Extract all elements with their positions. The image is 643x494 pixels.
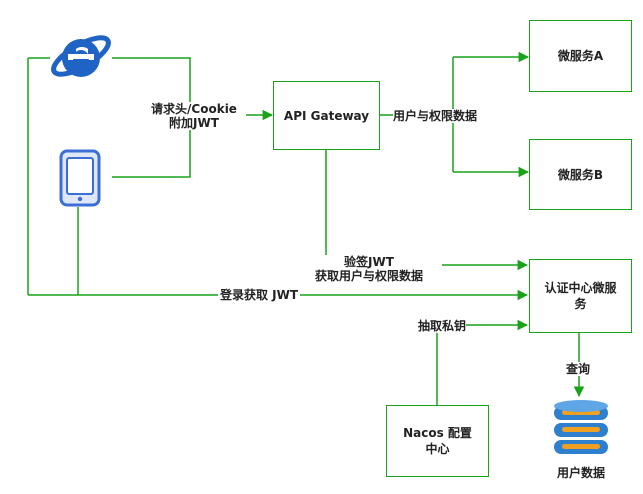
api-gateway-node: API Gateway xyxy=(273,81,380,150)
edge-tablet-to-gateway xyxy=(112,115,191,178)
request-header-label: 请求头/Cookie 附加JWT xyxy=(142,102,246,130)
edge-gateway-to-auth xyxy=(325,150,529,271)
user-permission-label: 用户与权限数据 xyxy=(393,109,478,123)
database-label: 用户数据 xyxy=(556,466,605,480)
ie-browser-icon xyxy=(48,24,114,88)
tablet-icon xyxy=(59,149,101,207)
microservice-a-label: 微服务A xyxy=(557,49,604,63)
pull-key-label: 抽取私钥 xyxy=(418,319,467,333)
login-jwt-label: 登录获取 JWT xyxy=(218,288,301,302)
query-label: 查询 xyxy=(566,362,591,376)
auth-service-node: 认证中心微服务 xyxy=(529,259,632,333)
auth-service-label: 认证中心微服务 xyxy=(544,281,617,311)
verify-jwt-label: 验签JWT 获取用户与权限数据 xyxy=(296,255,442,283)
verify-jwt-line2: 获取用户与权限数据 xyxy=(314,269,423,283)
edge-nacos-to-auth xyxy=(436,319,529,405)
microservice-b-label: 微服务B xyxy=(557,167,604,182)
api-gateway-label: API Gateway xyxy=(283,108,370,123)
database-icon xyxy=(550,398,612,462)
microservice-a-node: 微服务A xyxy=(529,20,632,92)
nacos-config-label: Nacos 配置中心 xyxy=(403,426,472,456)
request-header-line1: 请求头/Cookie xyxy=(151,102,237,116)
nacos-config-node: Nacos 配置中心 xyxy=(386,405,489,477)
microservice-b-node: 微服务B xyxy=(529,139,632,210)
verify-jwt-line1: 验签JWT xyxy=(344,255,394,269)
request-header-line2: 附加JWT xyxy=(169,116,219,130)
